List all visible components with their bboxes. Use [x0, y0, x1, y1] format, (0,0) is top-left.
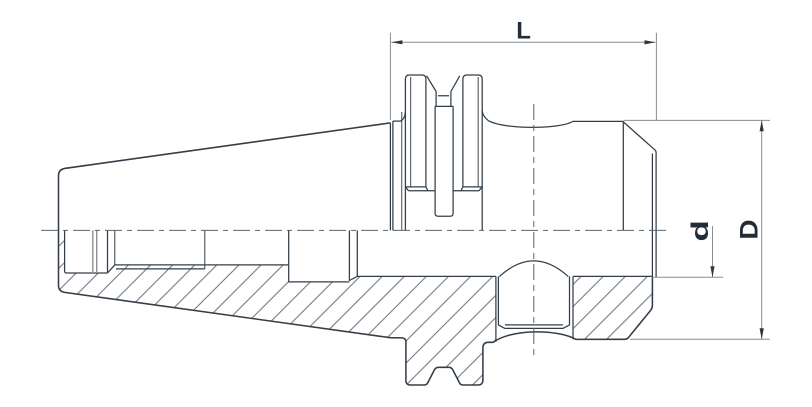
- svg-text:L: L: [516, 18, 531, 45]
- svg-text:d: d: [687, 220, 713, 241]
- svg-text:D: D: [735, 219, 763, 239]
